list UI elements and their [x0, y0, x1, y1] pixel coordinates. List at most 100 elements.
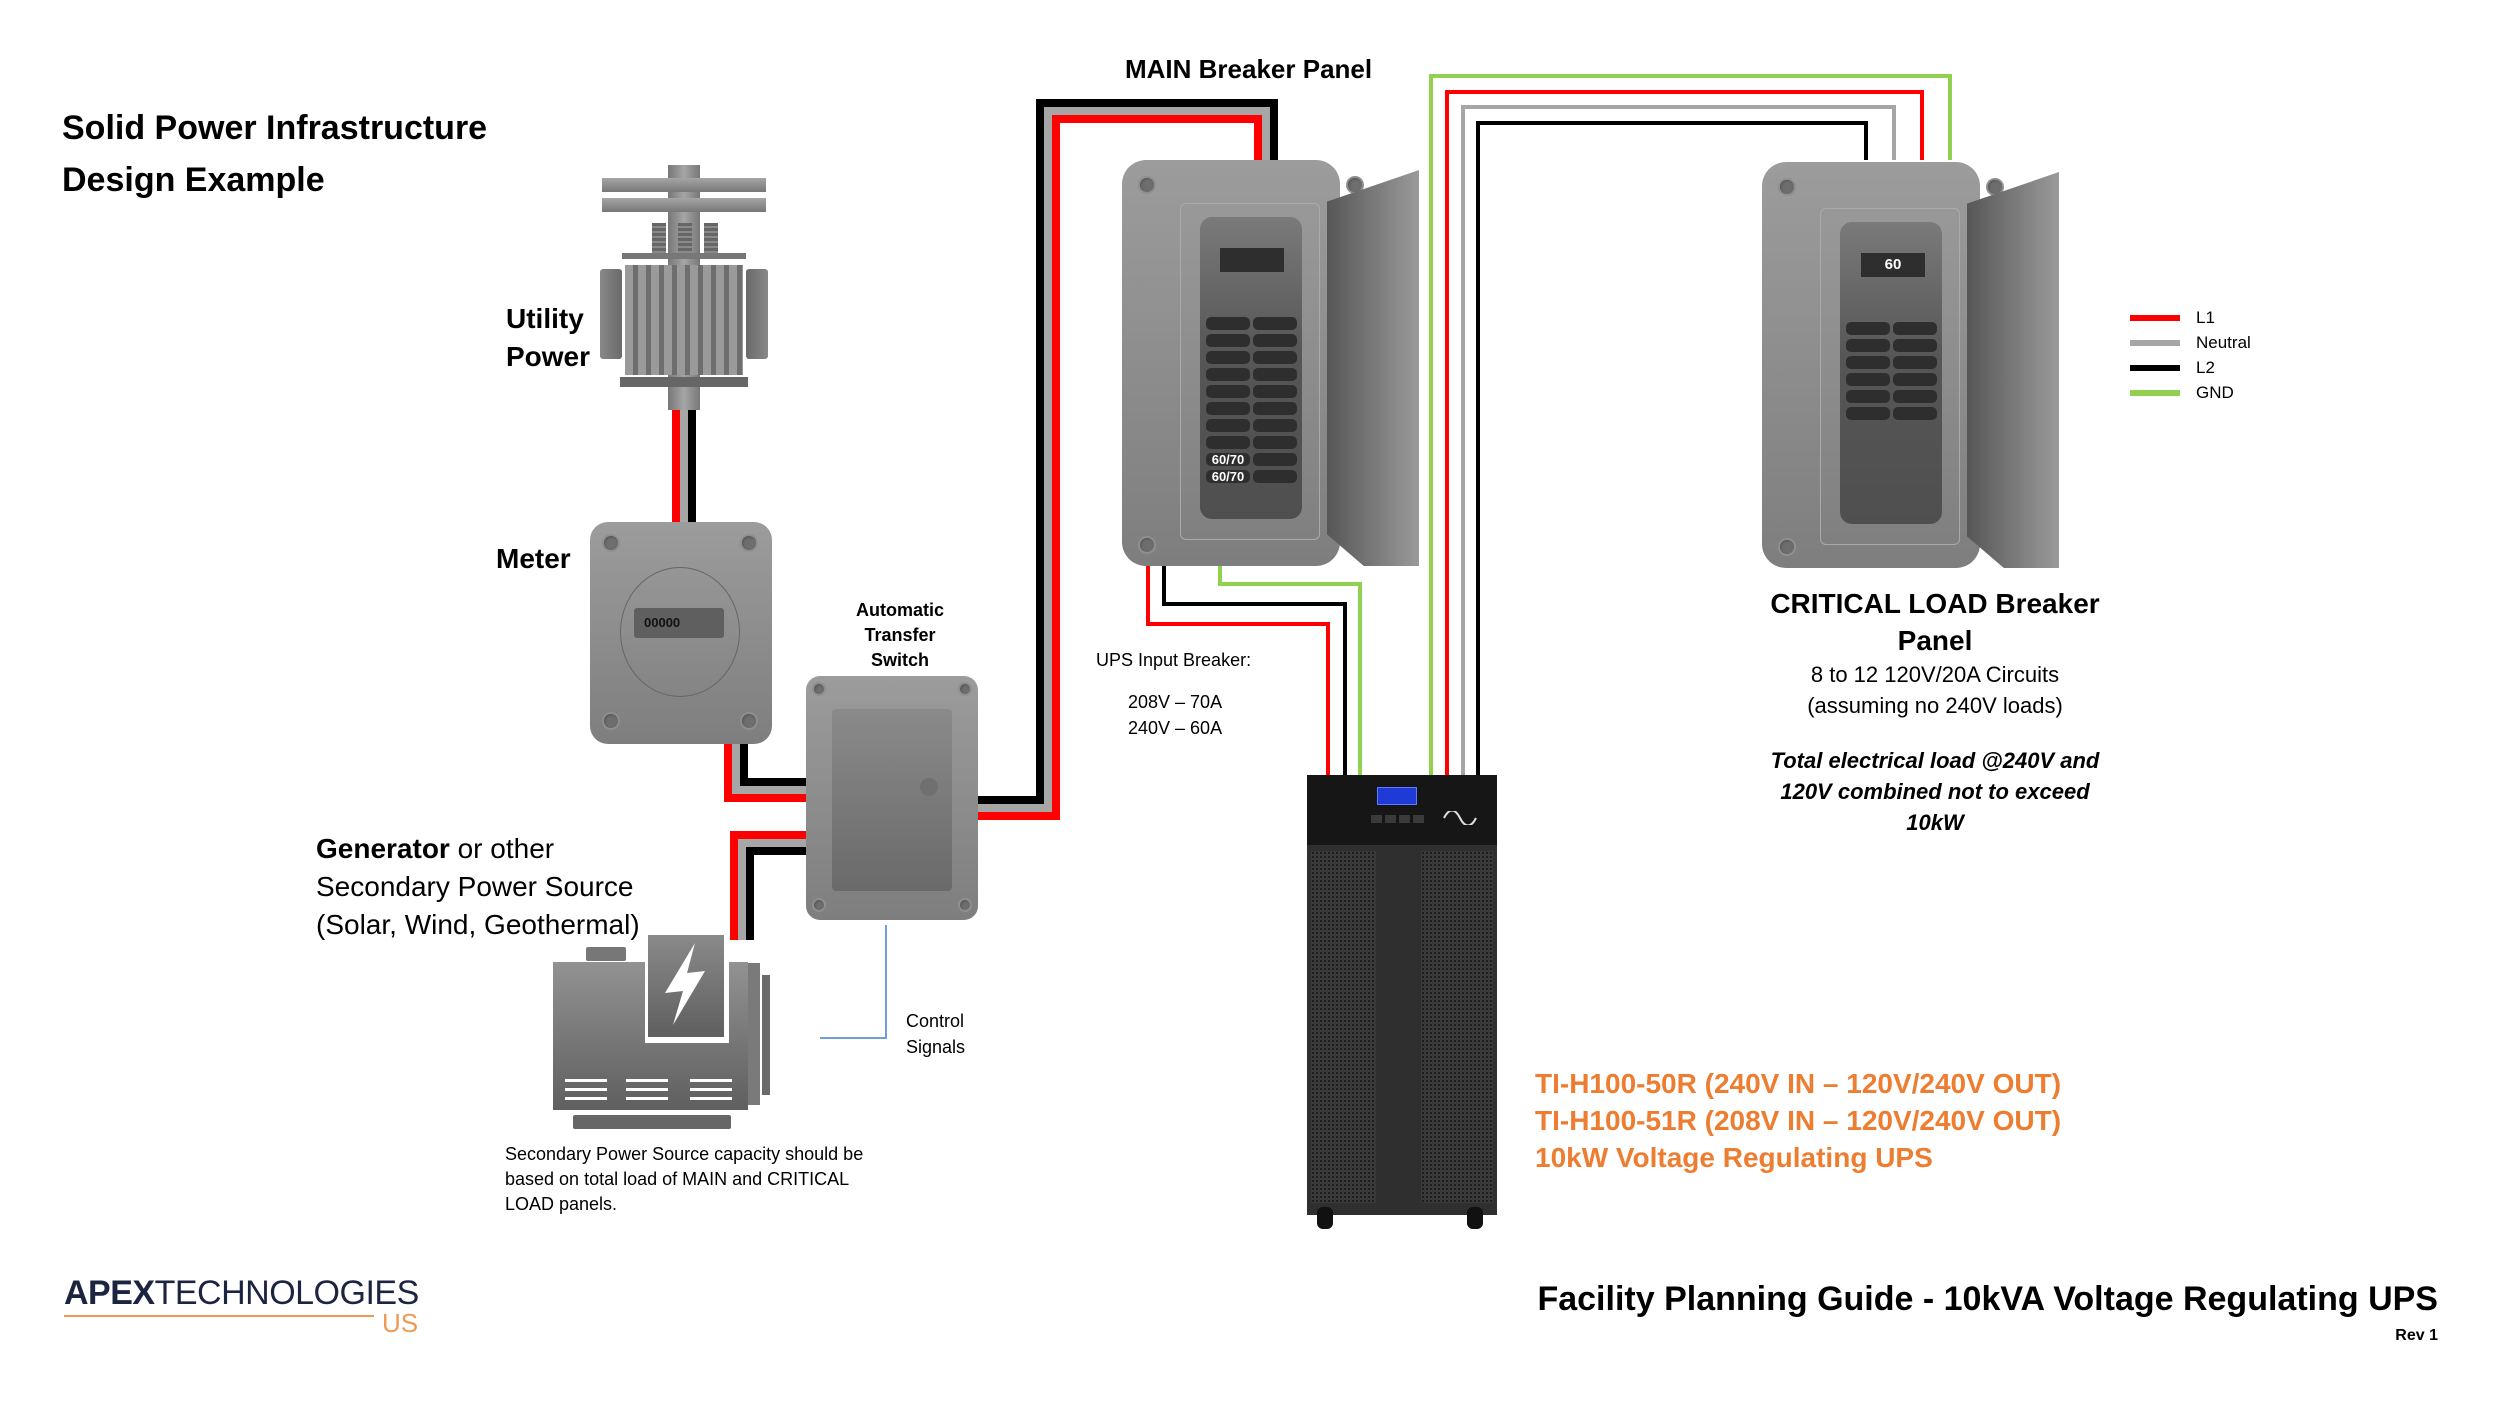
- main-display: [1220, 248, 1284, 272]
- legend-item: L1: [2130, 305, 2251, 330]
- automatic-transfer-switch: [806, 676, 978, 920]
- circuit-breaker: [1253, 470, 1297, 483]
- circuit-breaker: [1206, 317, 1250, 330]
- ups-vent-left: [1311, 851, 1376, 1203]
- circuit-breaker: [1846, 339, 1890, 352]
- circuit-breaker: [1846, 322, 1890, 335]
- circuit-breaker: [1893, 390, 1937, 403]
- legend-item: GND: [2130, 380, 2251, 405]
- control-signals-label: Control Signals: [906, 1011, 966, 1057]
- critical-panel-description: CRITICAL LOAD Breaker Panel 8 to 12 120V…: [1770, 588, 2100, 835]
- meter-label: Meter: [496, 543, 571, 574]
- circuit-breaker: [1846, 356, 1890, 369]
- circuit-breaker: [1206, 351, 1250, 364]
- circuit-breaker: [1846, 407, 1890, 420]
- lightning-bolt-icon: [665, 943, 705, 1025]
- critical-display: 60: [1861, 253, 1925, 277]
- circuit-breaker: 60/70: [1206, 453, 1250, 466]
- ups-input-breaker-heading: UPS Input Breaker:: [1096, 650, 1252, 670]
- circuit-breaker: [1893, 322, 1937, 335]
- wire-gnd-ups-critical: [1429, 74, 1952, 775]
- screw-icon: [960, 684, 970, 694]
- screw-icon: [604, 536, 618, 550]
- wire-control-signal: [820, 925, 887, 1039]
- screw-icon: [1140, 178, 1154, 192]
- wire-l2-ups-critical: [1476, 121, 1868, 775]
- wire-neutral-meter-ats: [732, 740, 812, 794]
- meter-device: 00000: [590, 522, 772, 744]
- wire-neutral-gen-ats: [738, 839, 812, 940]
- logo-underline: [64, 1315, 374, 1317]
- screw-icon: [604, 714, 618, 728]
- ups-lcd-display: [1377, 787, 1417, 805]
- ups-model-description: TI-H100-50R (240V IN – 120V/240V OUT) TI…: [1535, 1068, 2062, 1173]
- utility-power-label: Utility Power: [506, 303, 591, 372]
- legend-item: L2: [2130, 355, 2251, 380]
- screw-icon: [960, 900, 970, 910]
- main-breaker-panel: 60/70 60/70: [1122, 160, 1362, 566]
- wire-l2-meter-ats: [740, 740, 812, 786]
- diagram-title: Solid Power Infrastructure Design Exampl…: [62, 109, 488, 199]
- ups-control-buttons: [1371, 815, 1427, 823]
- circuit-breaker: [1893, 339, 1937, 352]
- wire-neutral-ats-main: [978, 107, 1270, 812]
- circuit-breaker: [1206, 419, 1250, 432]
- wire-l1-ats-main: [978, 115, 1262, 820]
- circuit-breaker: [1253, 368, 1297, 381]
- screw-icon: [1780, 540, 1794, 554]
- wire-l1-meter-ats: [724, 740, 812, 802]
- screw-icon: [742, 536, 756, 550]
- caster-wheel-icon: [1467, 1207, 1483, 1229]
- circuit-breaker: [1846, 390, 1890, 403]
- wire-l2-gen-ats: [746, 847, 812, 940]
- circuit-breaker: [1253, 351, 1297, 364]
- circuit-breaker: [1846, 373, 1890, 386]
- wire-legend: L1 Neutral L2 GND: [2130, 305, 2251, 405]
- screw-icon: [1348, 178, 1362, 192]
- generator-icon: [550, 935, 840, 1135]
- circuit-breaker: [1253, 317, 1297, 330]
- screw-icon: [814, 684, 824, 694]
- critical-panel-door: [1967, 172, 2059, 568]
- circuit-breaker: [1253, 385, 1297, 398]
- circuit-breaker: [1206, 385, 1250, 398]
- screw-icon: [1780, 180, 1794, 194]
- circuit-breaker: [1253, 419, 1297, 432]
- latch-knob-icon: [920, 778, 938, 796]
- circuit-breaker: [1206, 402, 1250, 415]
- company-logo: APEXTECHNOLOGIES US: [64, 1274, 419, 1338]
- screw-icon: [814, 900, 824, 910]
- sine-wave-logo-icon: [1443, 811, 1477, 825]
- legend-swatch: [2130, 389, 2180, 396]
- screw-icon: [1140, 538, 1154, 552]
- wire-l1-ups-critical: [1445, 90, 1924, 775]
- main-panel-door: [1327, 170, 1419, 566]
- circuit-breaker: [1253, 453, 1297, 466]
- wire-neutral-ups-critical: [1461, 105, 1896, 775]
- wire-l2-ats-main: [978, 99, 1278, 804]
- utility-transformer-icon: [600, 165, 770, 415]
- circuit-breaker: [1206, 334, 1250, 347]
- legend-swatch: [2130, 339, 2180, 346]
- circuit-breaker: [1893, 356, 1937, 369]
- critical-load-panel: 60: [1762, 162, 2002, 568]
- caster-wheel-icon: [1317, 1207, 1333, 1229]
- footer-title: Facility Planning Guide - 10kVA Voltage …: [1537, 1280, 2438, 1318]
- revision-label: Rev 1: [2395, 1327, 2438, 1344]
- ats-label: Automatic Transfer Switch: [855, 600, 944, 670]
- circuit-breaker: [1253, 334, 1297, 347]
- circuit-breaker: [1253, 436, 1297, 449]
- circuit-breaker: [1206, 436, 1250, 449]
- legend-swatch: [2130, 314, 2180, 321]
- circuit-breaker: [1893, 373, 1937, 386]
- screw-icon: [1988, 180, 2002, 194]
- meter-display: 00000: [634, 608, 724, 638]
- main-panel-label: MAIN Breaker Panel: [1125, 54, 1373, 84]
- generator-label: Generator or other Secondary Power Sourc…: [316, 833, 640, 940]
- circuit-breaker: 60/70: [1206, 470, 1250, 483]
- circuit-breaker: [1206, 368, 1250, 381]
- circuit-breaker: [1253, 402, 1297, 415]
- circuit-breaker: [1893, 407, 1937, 420]
- screw-icon: [742, 714, 756, 728]
